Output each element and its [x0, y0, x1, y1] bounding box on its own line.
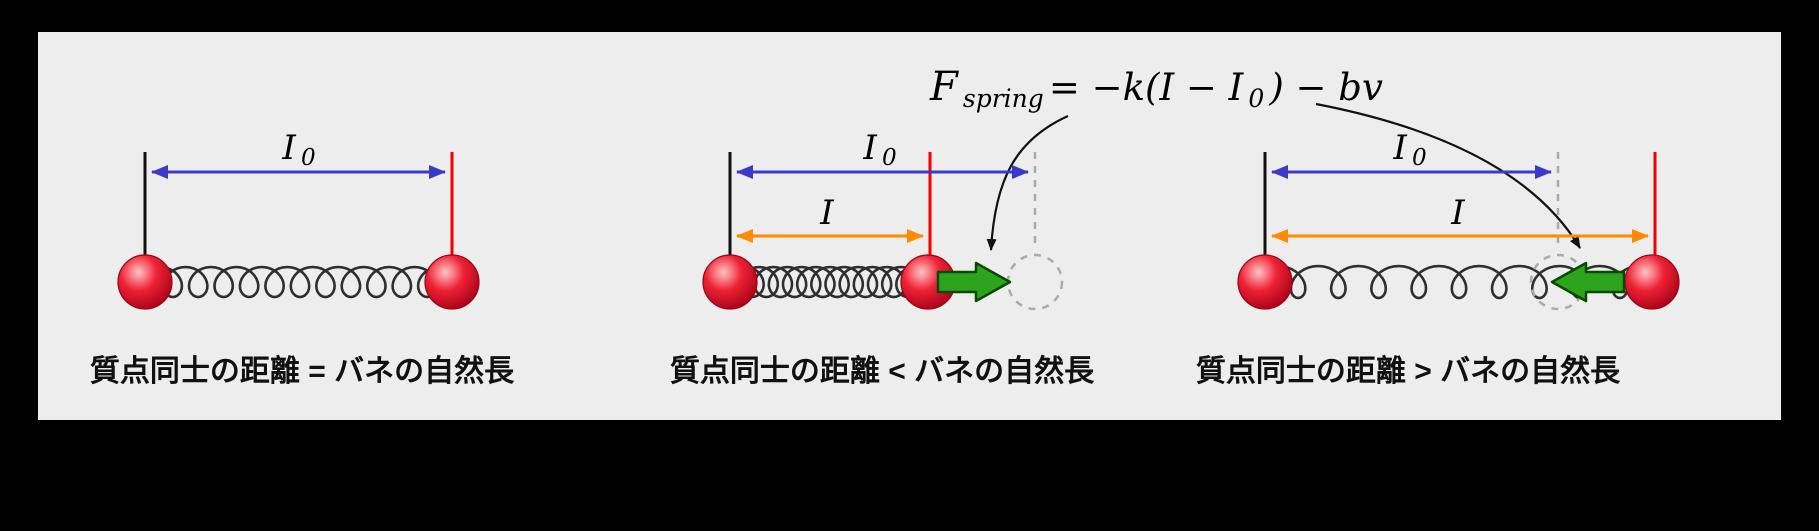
panel-stretched: I 0 I 質点同士の距離 > バネの自然長: [1196, 128, 1680, 388]
caption-stretched: 質点同士の距離 > バネの自然長: [1196, 354, 1621, 388]
formula-sub-zero: 0: [1248, 84, 1264, 113]
force-arrow-right: [936, 261, 1012, 303]
spring-coil: [739, 265, 921, 299]
natural-length-label: I 0: [281, 128, 315, 171]
formula-pointer-curve-right: [1315, 102, 1581, 249]
mass-ball-left: [1237, 254, 1293, 310]
mass-ball-right: [424, 254, 480, 310]
current-length-label: I: [1450, 193, 1465, 233]
caption-compressed: 質点同士の距離 < バネの自然長: [670, 354, 1095, 388]
formula-end: ) − bv: [1268, 66, 1383, 109]
panel-equilibrium: I 0 質点同士の距離 = バネの自然長: [90, 128, 515, 388]
spring-coil: [158, 265, 442, 299]
mass-ball-right: [1624, 254, 1680, 310]
natural-length-label: I 0: [862, 128, 896, 171]
spring-force-formula: F spring = −k(I − I 0 ) − bv: [929, 64, 1383, 113]
diagram-panel-background: [38, 32, 1781, 420]
formula-F: F: [929, 64, 959, 110]
formula-mid: = −k(I − I: [1049, 66, 1245, 109]
force-arrow-left: [1550, 261, 1626, 303]
current-length-label: I: [819, 193, 834, 233]
panel-compressed: I 0 I 質点同士の距離 < バネの自然長: [670, 128, 1095, 388]
natural-length-label: I 0: [1392, 128, 1426, 171]
caption-equilibrium: 質点同士の距離 = バネの自然長: [90, 354, 515, 388]
formula-sub-spring: spring: [963, 84, 1044, 113]
mass-ball-left: [117, 254, 173, 310]
mass-ball-left: [702, 254, 758, 310]
